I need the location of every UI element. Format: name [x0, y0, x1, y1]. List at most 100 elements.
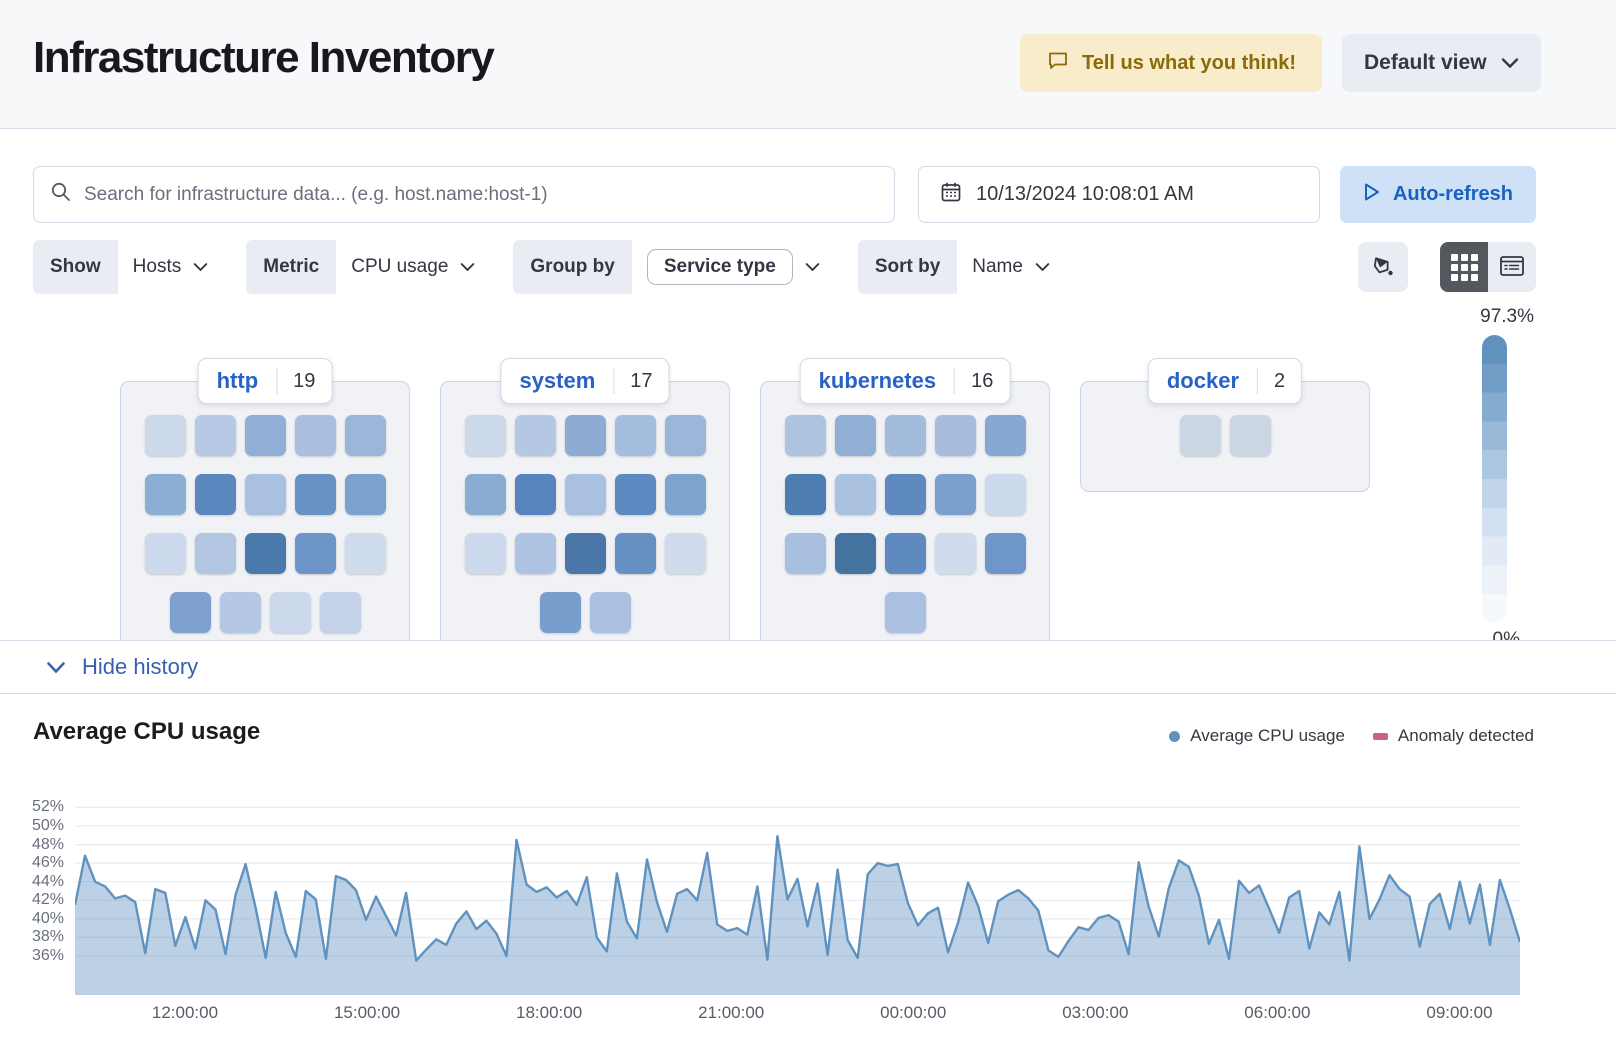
host-node[interactable] [665, 415, 706, 456]
host-node[interactable] [565, 474, 606, 515]
x-axis-tick-label: 21:00:00 [676, 1003, 786, 1023]
host-node[interactable] [195, 474, 236, 515]
group-name-link[interactable]: system [501, 368, 613, 394]
y-axis-tick-label: 46% [4, 854, 64, 872]
host-node[interactable] [345, 533, 386, 574]
host-node[interactable] [785, 474, 826, 515]
host-node[interactable] [665, 474, 706, 515]
host-node[interactable] [935, 474, 976, 515]
host-node[interactable] [270, 592, 311, 633]
groupby-dropdown[interactable]: Service type [632, 240, 835, 294]
hide-history-label: Hide history [82, 654, 198, 680]
x-axis-tick-label: 03:00:00 [1040, 1003, 1150, 1023]
host-node[interactable] [170, 592, 211, 633]
host-node[interactable] [220, 592, 261, 633]
host-node[interactable] [145, 415, 186, 456]
speech-bubble-icon [1046, 48, 1070, 78]
sortby-dropdown[interactable]: Name [957, 240, 1065, 294]
host-node[interactable] [295, 474, 336, 515]
chart-legend: Average CPU usage Anomaly detected [1169, 726, 1534, 746]
host-node[interactable] [985, 474, 1026, 515]
host-node[interactable] [320, 592, 361, 633]
host-node[interactable] [540, 592, 581, 633]
host-node[interactable] [615, 474, 656, 515]
y-axis-tick-label: 52% [4, 798, 64, 816]
scale-gradient-bar [1482, 335, 1507, 623]
metric-dropdown[interactable]: CPU usage [336, 240, 490, 294]
history-toggle-bar: Hide history [0, 640, 1616, 694]
date-picker[interactable]: 10/13/2024 10:08:01 AM [918, 166, 1320, 223]
groupby-selected-pill[interactable]: Service type [647, 249, 793, 285]
host-node-grid [1105, 415, 1346, 465]
host-node-grid [465, 415, 706, 642]
host-node[interactable] [145, 474, 186, 515]
host-node[interactable] [615, 533, 656, 574]
date-picker-value: 10/13/2024 10:08:01 AM [976, 183, 1194, 206]
host-node[interactable] [345, 474, 386, 515]
y-axis-tick-label: 48% [4, 836, 64, 854]
host-node[interactable] [245, 533, 286, 574]
grid-view-toggle[interactable] [1440, 242, 1488, 292]
host-node[interactable] [1230, 415, 1271, 456]
host-node[interactable] [245, 474, 286, 515]
show-control: Show Hosts [33, 240, 223, 294]
host-node[interactable] [885, 533, 926, 574]
x-axis-tick-label: 00:00:00 [858, 1003, 968, 1023]
host-node[interactable] [515, 474, 556, 515]
host-node[interactable] [565, 415, 606, 456]
host-node[interactable] [935, 415, 976, 456]
host-node[interactable] [935, 533, 976, 574]
auto-refresh-button[interactable]: Auto-refresh [1340, 166, 1536, 223]
group-name-link[interactable]: docker [1149, 368, 1257, 394]
legend-item-anomaly[interactable]: Anomaly detected [1373, 726, 1534, 746]
host-node[interactable] [345, 415, 386, 456]
table-view-toggle[interactable] [1488, 242, 1536, 292]
hide-history-button[interactable]: Hide history [46, 654, 198, 680]
host-node[interactable] [1180, 415, 1221, 456]
host-node[interactable] [985, 415, 1026, 456]
host-node[interactable] [885, 592, 926, 633]
host-node[interactable] [145, 533, 186, 574]
group-name-link[interactable]: kubernetes [801, 368, 954, 394]
host-node[interactable] [885, 474, 926, 515]
host-node[interactable] [590, 592, 631, 633]
group-label-pill: http19 [198, 358, 333, 404]
host-node[interactable] [615, 415, 656, 456]
host-node[interactable] [515, 415, 556, 456]
feedback-button[interactable]: Tell us what you think! [1020, 34, 1322, 92]
default-view-button[interactable]: Default view [1342, 34, 1541, 92]
show-dropdown[interactable]: Hosts [118, 240, 224, 294]
host-node[interactable] [565, 533, 606, 574]
metric-label: Metric [246, 240, 336, 294]
host-node[interactable] [465, 474, 506, 515]
host-node[interactable] [835, 415, 876, 456]
host-node[interactable] [515, 533, 556, 574]
host-node[interactable] [885, 415, 926, 456]
host-node[interactable] [785, 415, 826, 456]
host-node[interactable] [835, 474, 876, 515]
host-node[interactable] [465, 415, 506, 456]
view-toggle [1440, 242, 1536, 292]
host-node[interactable] [665, 533, 706, 574]
host-node-grid [785, 415, 1026, 642]
host-node[interactable] [465, 533, 506, 574]
host-node[interactable] [985, 533, 1026, 574]
host-node[interactable] [195, 533, 236, 574]
host-node[interactable] [195, 415, 236, 456]
x-axis-tick-label: 15:00:00 [312, 1003, 422, 1023]
host-node[interactable] [785, 533, 826, 574]
host-node[interactable] [835, 533, 876, 574]
host-node[interactable] [295, 533, 336, 574]
group-name-link[interactable]: http [199, 368, 277, 394]
group-label-pill: system17 [500, 358, 669, 404]
y-axis-tick-label: 44% [4, 873, 64, 891]
cpu-usage-chart [75, 800, 1520, 995]
host-node[interactable] [245, 415, 286, 456]
x-axis-tick-label: 09:00:00 [1404, 1003, 1514, 1023]
color-palette-button[interactable] [1358, 242, 1408, 292]
host-node[interactable] [295, 415, 336, 456]
page-title: Infrastructure Inventory [33, 33, 493, 83]
search-input[interactable] [84, 184, 878, 206]
legend-item-avg-cpu[interactable]: Average CPU usage [1169, 726, 1345, 746]
